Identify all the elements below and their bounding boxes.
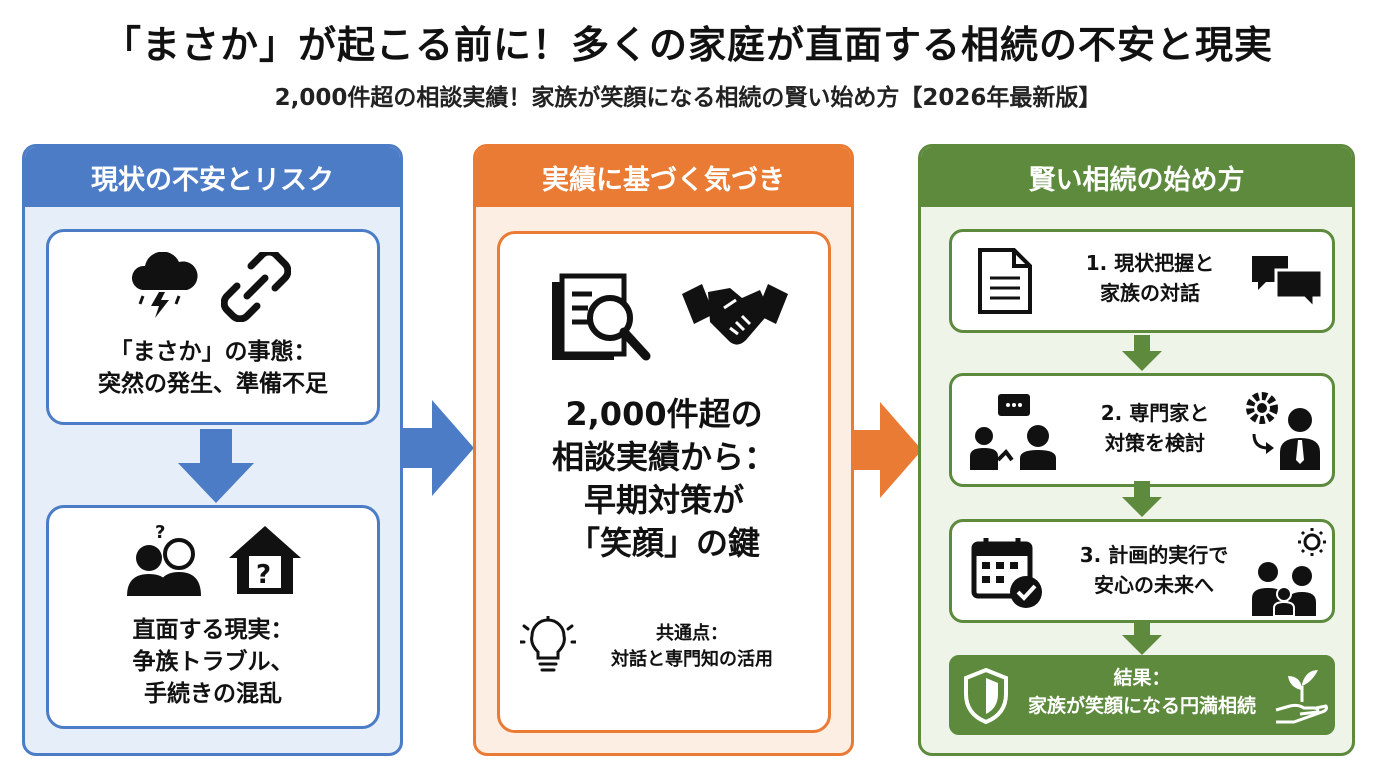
insight-line2: 相談実績から： — [551, 438, 776, 476]
panel-risks: 現状の不安とリスク 「まさか」の事態： 突然の発生、準備不足 ? — [22, 144, 403, 756]
result-line1: 結果： — [1113, 667, 1171, 689]
card-reality-line3: 手続きの混乱 — [144, 681, 282, 707]
card-reality-line2: 争族トラブル、 — [132, 649, 294, 675]
panel-method-title: 賢い相続の始め方 — [921, 147, 1352, 207]
svg-text:?: ? — [256, 560, 271, 590]
broken-chain-icon — [221, 252, 291, 322]
step-2-line1: 2. 専門家と — [1100, 401, 1210, 425]
card-sudden: 「まさか」の事態： 突然の発生、準備不足 — [46, 229, 380, 425]
calendar-check-icon — [971, 538, 1042, 608]
card-reality-line1: 直面する現実： — [132, 617, 294, 643]
right-arrow-icon — [402, 400, 474, 496]
panel-insights-title: 実績に基づく気づき — [476, 147, 851, 207]
insight-line4: 「笑顔」の鍵 — [567, 524, 760, 562]
insight-note-line2: 対話と専門知の活用 — [611, 649, 773, 670]
panel-insights: 実績に基づく気づき 2,000件超の 相談実績から： 早期対策が 「笑顔」の鍵 — [473, 144, 854, 756]
gear-person-icon — [1246, 392, 1320, 470]
step-1-line2: 家族の対話 — [1100, 281, 1200, 305]
svg-text:?: ? — [155, 522, 165, 543]
sun-family-icon — [1252, 528, 1326, 616]
panel-method: 賢い相続の始め方 1. 現状把握と 家族の対話 2. 専門家と — [918, 144, 1355, 756]
insight-line3: 早期対策が — [583, 481, 744, 519]
card-reality: ? ? 直面する現実： 争族トラブル、 手続きの混乱 — [46, 505, 380, 729]
house-question-icon: ? — [229, 526, 301, 594]
down-arrow-icon — [1122, 335, 1162, 371]
down-arrow-icon — [1122, 623, 1162, 655]
worried-couple-icon: ? — [127, 522, 201, 596]
consultation-icon — [970, 394, 1056, 470]
step-1-line1: 1. 現状把握と — [1085, 251, 1215, 275]
shield-icon — [964, 668, 1008, 724]
panel-risks-title: 現状の不安とリスク — [25, 147, 400, 207]
down-arrow-icon — [1122, 481, 1162, 517]
card-insight: 2,000件超の 相談実績から： 早期対策が 「笑顔」の鍵 共通点： 対話と専門… — [497, 231, 831, 733]
hand-sprout-icon — [1275, 670, 1328, 724]
down-arrow-icon — [178, 429, 254, 503]
step-2-card: 2. 専門家と 対策を検討 — [949, 373, 1335, 487]
step-3-line1: 3. 計画的実行で — [1079, 543, 1229, 567]
step-3-line2: 安心の未来へ — [1094, 573, 1214, 597]
step-2-line2: 対策を検討 — [1105, 431, 1205, 455]
document-search-icon — [552, 273, 651, 361]
right-arrow-icon — [852, 402, 922, 498]
page-title: 「まさか」が起こる前に！多くの家庭が直面する相続の不安と現実 — [102, 23, 1273, 67]
result-card: 結果： 家族が笑顔になる円満相続 — [949, 655, 1335, 735]
card-sudden-line1: 「まさか」の事態： — [109, 339, 317, 365]
document-icon — [978, 248, 1032, 314]
storm-cloud-icon — [132, 252, 198, 318]
result-line2: 家族が笑顔になる円満相続 — [1027, 695, 1256, 717]
insight-line1: 2,000件超の — [565, 395, 763, 433]
step-1-card: 1. 現状把握と 家族の対話 — [949, 229, 1335, 333]
insight-note-line1: 共通点： — [656, 623, 728, 644]
step-3-card: 3. 計画的実行で 安心の未来へ — [949, 519, 1335, 623]
chat-bubbles-icon — [1252, 256, 1324, 312]
handshake-icon — [682, 284, 788, 345]
card-sudden-line2: 突然の発生、準備不足 — [98, 371, 328, 397]
lightbulb-icon — [520, 616, 576, 672]
page-subtitle: 2,000件超の相談実績！家族が笑顔になる相続の賢い始め方【2026年最新版】 — [274, 85, 1102, 111]
